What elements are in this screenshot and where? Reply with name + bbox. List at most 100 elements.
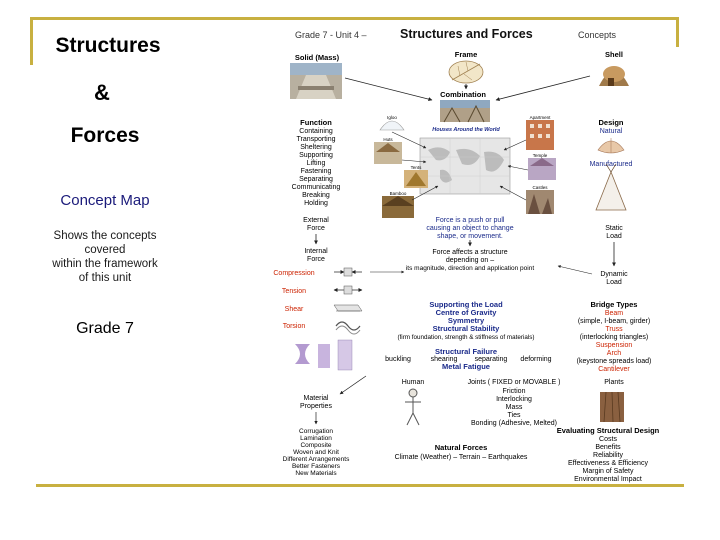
slide-subtitle: Concept Map — [60, 192, 150, 209]
function-item: Holding — [304, 200, 328, 207]
function-item: Breaking — [302, 192, 330, 199]
bridge-type-name: Suspension — [596, 342, 633, 349]
function-item: Communicating — [292, 184, 341, 191]
photo-label: Temple — [533, 153, 548, 158]
description-line: of this unit — [78, 272, 132, 284]
shear-diagram — [333, 304, 363, 312]
slide-title-line1: Structures — [55, 34, 161, 57]
supporting-load-block: Supporting the Load Centre of Gravity Sy… — [429, 300, 503, 333]
photo-label: Castles — [532, 185, 548, 190]
arrow-apartment — [503, 139, 527, 151]
map-header-suffix: Concepts — [578, 30, 617, 40]
combination-photo — [440, 100, 490, 123]
shell-label: Shell — [605, 50, 623, 59]
castles-photo: Castles — [526, 185, 554, 214]
bridge-type-name: Beam — [605, 310, 623, 317]
human-label: Human — [402, 379, 425, 386]
joint-item: Ties — [508, 412, 521, 419]
design-manufactured: Manufactured — [590, 161, 633, 168]
leaf-skeleton-icon — [448, 60, 484, 84]
huts-photo: Huts — [374, 137, 402, 164]
description-line: Shows the concepts — [53, 230, 157, 242]
slide-title-line3: Forces — [70, 124, 140, 147]
failure-types: buckling shearing separating deforming — [385, 356, 552, 363]
frame-right-border — [676, 17, 679, 47]
external-force-label: Force — [307, 225, 325, 232]
evaluating-title: Evaluating Structural Design — [557, 426, 660, 435]
arrow-shell-to-combination — [495, 75, 591, 102]
material-properties-label: Material — [304, 395, 329, 402]
force-definition: shape, or movement. — [437, 233, 503, 240]
tension-label: Tension — [282, 288, 306, 295]
failure-type: shearing — [431, 356, 458, 363]
solid-mass-label: Solid (Mass) — [295, 53, 340, 62]
evaluating-item: Margin of Safety — [583, 468, 634, 475]
photo-label: Bamboo — [390, 191, 407, 196]
failure-type: deforming — [520, 356, 551, 363]
igloo-photo: Igloo — [379, 115, 405, 131]
tree-bark-icon — [600, 391, 624, 423]
stability-detail: (firm foundation, strength & stiffness o… — [397, 334, 534, 341]
houses-around-world-label: Houses Around the World — [432, 127, 500, 133]
material-items: Corrugation Lamination Composite Woven a… — [283, 428, 350, 477]
joint-items: Friction Interlocking Mass Ties Bonding … — [471, 388, 557, 427]
arrow-huts — [401, 159, 427, 164]
shear-label: Shear — [285, 306, 304, 313]
compression-diagram — [334, 267, 362, 277]
arrow-load — [557, 265, 593, 275]
function-item: Transporting — [296, 136, 335, 143]
plants-label: Plants — [604, 379, 624, 386]
function-item: Containing — [299, 128, 333, 135]
failure-type: separating — [475, 356, 508, 363]
photo-label: Huts — [383, 137, 393, 142]
temple-photo: Temple — [528, 153, 556, 180]
joints-label: Joints ( FIXED or MOVABLE ) — [468, 379, 561, 386]
evaluating-item: Benefits — [595, 444, 621, 451]
design-natural: Natural — [600, 128, 623, 135]
material-item: New Materials — [295, 470, 337, 477]
arrow-to-material — [339, 375, 367, 395]
natural-forces-title: Natural Forces — [435, 443, 488, 452]
force-definition: Force is a push or pull — [436, 217, 505, 224]
torsion-diagram — [335, 321, 361, 335]
map-header-main: Structures and Forces — [400, 27, 533, 41]
metal-fatigue: Metal Fatigue — [442, 362, 490, 371]
material-properties-label: Properties — [300, 403, 332, 410]
frame-top-border — [30, 17, 678, 20]
force-affects: its magnitude, direction and application… — [406, 265, 534, 272]
function-item: Fastening — [301, 168, 332, 175]
compression-label: Compression — [273, 270, 314, 277]
dynamic-load-label: Load — [606, 279, 622, 286]
function-item: Separating — [299, 176, 333, 183]
design-title: Design — [598, 118, 623, 127]
frame-label: Frame — [455, 50, 478, 59]
internal-force-label: Internal — [304, 248, 328, 255]
dynamic-load-label: Dynamic — [600, 271, 628, 278]
shell-hut-icon — [599, 66, 629, 86]
apartment-photo: Apartment — [526, 115, 554, 150]
torsion-label: Torsion — [283, 323, 306, 330]
photo-label: Tents — [411, 165, 423, 170]
material-item: Woven and Knit — [293, 449, 339, 456]
evaluating-item: Costs — [599, 436, 617, 443]
slide-grade: Grade 7 — [76, 320, 134, 337]
bridge-type-name: Arch — [607, 350, 622, 357]
bridge-type-name: Cantilever — [598, 366, 630, 373]
bridge-types-list: Beam (simple, I-beam, girder) Truss (int… — [577, 310, 652, 373]
tension-diagram — [333, 285, 363, 295]
slide-title-line2: & — [94, 80, 110, 105]
failure-type: buckling — [385, 356, 411, 363]
static-load-label: Load — [606, 233, 622, 240]
description-line: within the framework — [52, 258, 158, 270]
bamboo-photo: Bamboo — [382, 191, 414, 218]
symmetry: Symmetry — [448, 316, 485, 325]
material-item: Better Fasteners — [292, 463, 341, 470]
function-title: Function — [300, 118, 332, 127]
seashell-icon — [597, 138, 625, 154]
tents-photo: Tents — [404, 165, 428, 188]
photo-label: Igloo — [387, 115, 397, 120]
evaluating-items: Costs Benefits Reliability Effectiveness… — [568, 436, 648, 483]
static-load-label: Static — [605, 225, 623, 232]
function-list: Containing Transporting Sheltering Suppo… — [292, 128, 341, 207]
evaluating-item: Reliability — [593, 452, 623, 459]
